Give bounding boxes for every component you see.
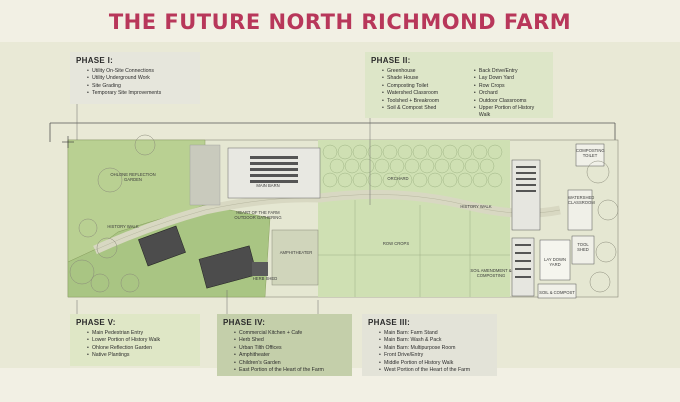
- watershed-classroom-building: [567, 189, 593, 231]
- phase-5-item: Lower Portion of History Walk: [87, 337, 194, 345]
- phase-4-item: East Portion of the Heart of the Farm: [234, 367, 346, 375]
- herb-shed-label: HERB SHED: [252, 276, 278, 281]
- phase-4-item: Commercial Kitchen + Cafe: [234, 330, 346, 338]
- compass-icon: [62, 136, 74, 148]
- front-drive: [189, 144, 221, 206]
- phase-4-title: PHASE IV:: [223, 318, 266, 327]
- phase-1-item: Utility Underground Work: [87, 75, 194, 83]
- soil-amendment-label: SOIL AMENDMENT & COMPOSTING: [470, 268, 512, 278]
- lay-down-yard-area: [539, 239, 571, 281]
- toolshed-label: TOOL SHED: [577, 242, 589, 252]
- building-kitchen: [198, 245, 258, 289]
- phase-2-item: Composting Toilet: [382, 83, 459, 91]
- phase-3-item: Main Barn: Wash & Pack: [379, 337, 491, 345]
- phase-3-item: Main Barn: Multipurpose Room: [379, 345, 491, 353]
- soil-compost-label: SOIL & COMPOST: [539, 290, 575, 295]
- phase-2-item: Orchard: [474, 90, 547, 98]
- phase-1-item: Utility On-Site Connections: [87, 68, 194, 76]
- phase-3-item: Front Drive/Entry: [379, 352, 491, 360]
- composting-toilet-label: COMPOSTING TOILET: [576, 148, 605, 158]
- herb-shed-building: [252, 262, 268, 276]
- phase-3-title: PHASE III:: [368, 318, 411, 327]
- phase-3-item: Main Barn: Farm Stand: [379, 330, 491, 338]
- amphitheater-area: [271, 229, 319, 286]
- phase-2-item: Back Drive/Entry: [474, 68, 547, 76]
- heart-of-farm-label: HEART OF THE FARM OUTDOOR GATHERING: [234, 210, 282, 220]
- building-west: [138, 225, 186, 267]
- main-barn-label: MAIN BARN: [256, 183, 280, 188]
- phase-2-box: PHASE II: Greenhouse Shade House Compost…: [365, 52, 553, 118]
- row-crops-label: ROW CROPS: [382, 241, 410, 246]
- greenhouse: [511, 159, 541, 231]
- phase-3-box: PHASE III: Main Barn: Farm Stand Main Ba…: [362, 314, 497, 376]
- orchard-label: ORCHARD: [387, 176, 409, 181]
- phase-2-item: Toolshed + Breakroom: [382, 98, 459, 106]
- phase-1-item: Site Grading: [87, 83, 194, 91]
- phase-1-title: PHASE I:: [76, 56, 114, 65]
- phase-2-item: Outdoor Classrooms: [474, 98, 547, 106]
- shade-house: [511, 237, 535, 297]
- phase-2-item: Soil & Compost Shed: [382, 105, 459, 113]
- composting-toilet-building: [575, 143, 605, 167]
- phase-4-item: Urban Tilth Offices: [234, 345, 346, 353]
- main-barn-outline: [227, 147, 321, 199]
- history-walk-left-label: HISTORY WALK: [107, 224, 139, 229]
- amphitheater-label: AMPHITHEATER: [279, 250, 313, 255]
- phase-4-item: Herb Shed: [234, 337, 346, 345]
- history-walk-right-label: HISTORY WALK: [460, 204, 492, 209]
- ohlone-garden-label: OHLONE REFLECTION GARDEN: [110, 172, 156, 182]
- lay-down-yard-label: LAY DOWN YARD: [544, 257, 566, 267]
- toolshed-building: [571, 235, 595, 265]
- phase-2-item: Upper Portion of History Walk: [474, 105, 547, 120]
- watershed-classroom-label: WATERSHED CLASSROOM: [568, 195, 595, 205]
- row-crop-grid: [318, 200, 510, 297]
- phase-5-item: Ohlone Reflection Garden: [87, 345, 194, 353]
- phase-2-item: Shade House: [382, 75, 459, 83]
- field-zone: [318, 140, 510, 297]
- page-title: THE FUTURE NORTH RICHMOND FARM: [108, 10, 572, 34]
- phase-5-box: PHASE V: Main Pedestrian Entry Lower Por…: [70, 314, 200, 366]
- phase-2-item: Row Crops: [474, 83, 547, 91]
- phase-5-item: Native Plantings: [87, 352, 194, 360]
- main-barn-windows: [250, 156, 298, 183]
- phase-2-item: Watershed Classroom: [382, 90, 459, 98]
- phase-2-title: PHASE II:: [371, 56, 411, 65]
- phase-2-item: Lay Down Yard: [474, 75, 547, 83]
- phase-4-box: PHASE IV: Commercial Kitchen + Cafe Herb…: [217, 314, 352, 376]
- phase-3-item: Middle Portion of History Walk: [379, 360, 491, 368]
- phase-1-item: Temporary Site Improvements: [87, 90, 194, 98]
- phase-2-item: Greenhouse: [382, 68, 459, 76]
- phase-5-title: PHASE V:: [76, 318, 116, 327]
- phase-4-item: Amphitheater: [234, 352, 346, 360]
- orchard-trees: [322, 144, 503, 188]
- phase-5-item: Main Pedestrian Entry: [87, 330, 194, 338]
- phase-3-item: West Portion of the Heart of the Farm: [379, 367, 491, 375]
- phase-4-item: Children's Garden: [234, 360, 346, 368]
- soil-compost-shed: [537, 283, 577, 299]
- large-trees: [69, 134, 619, 293]
- phase-1-box: PHASE I: Utility On-Site Connections Uti…: [70, 52, 200, 104]
